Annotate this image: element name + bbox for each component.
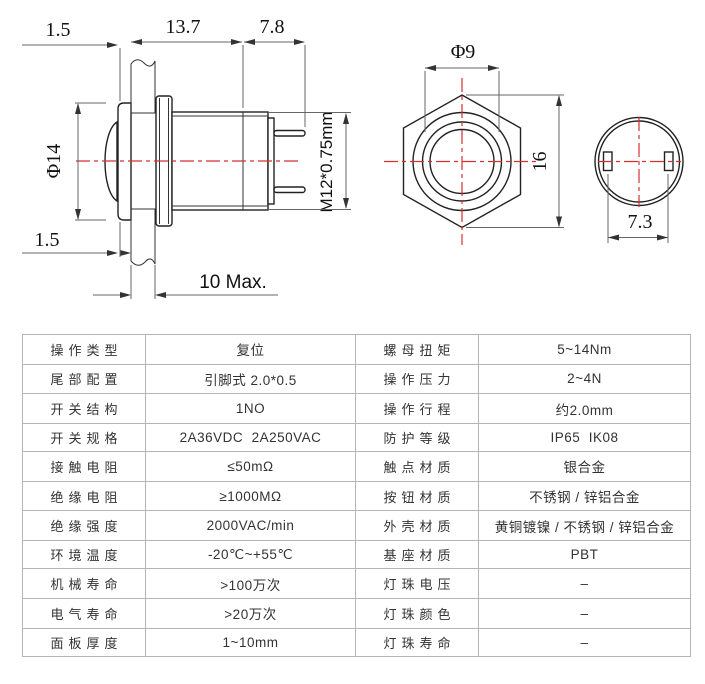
spec-value: – (478, 627, 691, 658)
spec-value: PBT (478, 539, 691, 570)
spec-label: 尾部配置 (22, 363, 146, 395)
table-row: 开关规格 2A36VDC 2A250VAC 防护等级 IP65 IK08 (22, 422, 691, 453)
table-row: 环境温度 -20℃~+55℃ 基座材质 PBT (22, 539, 691, 570)
spec-value: 2~4N (478, 363, 691, 395)
dim-label-body-length: 13.7 (166, 16, 201, 38)
spec-label: 开关规格 (22, 422, 146, 453)
spec-table: 操作类型 复位 螺母扭矩 5~14Nm 尾部配置 引脚式 2.0*0.5 操作压… (22, 334, 691, 658)
spec-value: 1NO (145, 393, 356, 424)
table-row: 接触电阻 ≤50mΩ 触点材质 银合金 (22, 451, 691, 482)
table-row: 绝缘电阻 ≥1000MΩ 按钮材质 不锈钢 / 锌铝合金 (22, 480, 691, 512)
spec-label: 操作行程 (355, 393, 479, 424)
spec-label: 触点材质 (355, 451, 479, 482)
table-row: 开关结构 1NO 操作行程 约2.0mm (22, 393, 691, 424)
spec-label: 操作压力 (355, 363, 479, 395)
technical-drawing: 1.5 13.7 7.8 Φ14 M12*0.75mm 1.5 (22, 16, 684, 299)
spec-label: 螺母扭矩 (355, 334, 479, 365)
dim-label-button-diameter: Φ9 (451, 41, 476, 63)
side-view: 1.5 13.7 7.8 Φ14 M12*0.75mm 1.5 (22, 16, 351, 299)
dim-label-pin-length: 7.8 (260, 16, 285, 38)
dim-label-nut-width: 16 (529, 152, 551, 172)
spec-label: 绝缘强度 (22, 510, 146, 541)
dim-label-pin-spacing: 7.3 (628, 211, 653, 233)
spec-label: 面板厚度 (22, 627, 146, 658)
spec-label: 外壳材质 (355, 510, 479, 541)
spec-value: 银合金 (478, 451, 691, 482)
table-row: 电气寿命 >20万次 灯珠颜色 – (22, 597, 691, 629)
spec-label: 接触电阻 (22, 451, 146, 482)
table-row: 绝缘强度 2000VAC/min 外壳材质 黄铜镀镍 / 不锈钢 / 锌铝合金 (22, 510, 691, 541)
back-view: 7.3 (594, 116, 684, 243)
spec-label: 开关结构 (22, 393, 146, 424)
pin-top (273, 129, 306, 137)
spec-value: 5~14Nm (478, 334, 691, 365)
spec-label: 按钮材质 (355, 480, 479, 512)
spec-label: 机械寿命 (22, 568, 146, 599)
spec-value: 2000VAC/min (145, 510, 356, 541)
spec-value: 引脚式 2.0*0.5 (145, 363, 356, 395)
spec-value: ≥1000MΩ (145, 480, 356, 512)
table-row: 操作类型 复位 螺母扭矩 5~14Nm (22, 334, 691, 365)
table-row: 机械寿命 >100万次 灯珠电压 – (22, 568, 691, 599)
spec-label: 环境温度 (22, 539, 146, 570)
spec-value: -20℃~+55℃ (145, 539, 356, 570)
table-row: 尾部配置 引脚式 2.0*0.5 操作压力 2~4N (22, 363, 691, 395)
spec-label: 灯珠寿命 (355, 627, 479, 658)
dim-label-protrusion-bottom: 1.5 (35, 229, 60, 251)
dim-label-protrusion-top: 1.5 (46, 19, 71, 41)
spec-label: 灯珠电压 (355, 568, 479, 599)
spec-value: >100万次 (145, 568, 356, 599)
spec-value: >20万次 (145, 597, 356, 629)
spec-label: 操作类型 (22, 334, 146, 365)
spec-value: IP65 IK08 (478, 422, 691, 453)
spec-value: 2A36VDC 2A250VAC (145, 422, 356, 453)
dim-label-thread-spec: M12*0.75mm (317, 111, 336, 212)
spec-value: 黄铜镀镍 / 不锈钢 / 锌铝合金 (478, 510, 691, 541)
spec-value: – (478, 597, 691, 629)
spec-label: 灯珠颜色 (355, 597, 479, 629)
spec-value: 复位 (145, 334, 356, 365)
spec-value: 约2.0mm (478, 393, 691, 424)
pin-bottom (273, 186, 306, 194)
spec-label: 防护等级 (355, 422, 479, 453)
spec-value: ≤50mΩ (145, 451, 356, 482)
front-view: Φ9 16 (384, 41, 564, 245)
dim-label-panel-max: 10 Max. (199, 272, 267, 293)
table-row: 面板厚度 1~10mm 灯珠寿命 – (22, 627, 691, 658)
dim-label-head-diameter: Φ14 (43, 144, 65, 179)
panel-wall-bottom (130, 208, 156, 266)
spec-label: 电气寿命 (22, 597, 146, 629)
spec-value: – (478, 568, 691, 599)
spec-value: 1~10mm (145, 627, 356, 658)
button-flange (117, 102, 132, 221)
terminal-right (663, 151, 674, 172)
spec-label: 绝缘电阻 (22, 480, 146, 512)
spec-label: 基座材质 (355, 539, 479, 570)
panel-wall-top (130, 59, 156, 114)
spec-value: 不锈钢 / 锌铝合金 (478, 480, 691, 512)
